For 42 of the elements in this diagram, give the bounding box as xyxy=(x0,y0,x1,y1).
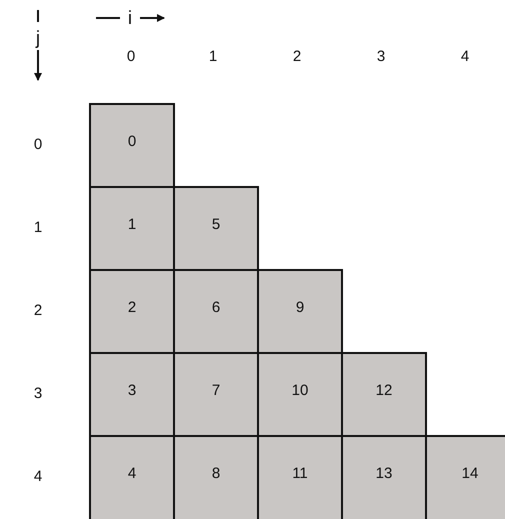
cell-number: 5 xyxy=(210,216,222,233)
cell-number: 14 xyxy=(460,465,480,482)
matrix-cell xyxy=(257,352,343,438)
matrix-cell xyxy=(89,352,175,438)
matrix-cell xyxy=(173,186,259,272)
matrix-cell xyxy=(89,103,175,189)
cell-number: 8 xyxy=(210,465,222,482)
matrix-cell xyxy=(89,186,175,272)
cell-number: 1 xyxy=(126,216,138,233)
matrix-cell xyxy=(173,435,259,519)
cell-number: 3 xyxy=(126,382,138,399)
matrix-cell xyxy=(341,435,427,519)
cell-number: 4 xyxy=(126,465,138,482)
cell-number: 6 xyxy=(210,299,222,316)
column-index: 3 xyxy=(376,48,386,65)
axis-label: j xyxy=(34,28,42,50)
matrix-cell xyxy=(341,352,427,438)
cell-number: 7 xyxy=(210,382,222,399)
matrix-cell xyxy=(257,269,343,355)
column-index: 1 xyxy=(208,48,218,65)
row-index: 4 xyxy=(32,468,44,485)
axis-label: i xyxy=(126,8,134,30)
matrix-cell xyxy=(89,269,175,355)
matrix-cell xyxy=(173,269,259,355)
matrix-cell xyxy=(89,435,175,519)
matrix-cell xyxy=(173,352,259,438)
matrix-cell xyxy=(257,435,343,519)
cell-number: 9 xyxy=(294,299,306,316)
row-index: 0 xyxy=(32,136,44,153)
row-index: 2 xyxy=(32,302,44,319)
column-index: 4 xyxy=(460,48,470,65)
row-index: 1 xyxy=(32,219,44,236)
cell-number: 10 xyxy=(290,382,310,399)
row-index: 3 xyxy=(32,385,44,402)
cell-number: 12 xyxy=(374,382,394,399)
matrix-cell xyxy=(425,435,505,519)
cell-number: 2 xyxy=(126,299,138,316)
cell-number: 0 xyxy=(126,133,138,150)
column-index: 2 xyxy=(292,48,302,65)
cell-number: 11 xyxy=(291,465,309,482)
column-index: 0 xyxy=(126,48,136,65)
cell-number: 13 xyxy=(374,465,394,482)
